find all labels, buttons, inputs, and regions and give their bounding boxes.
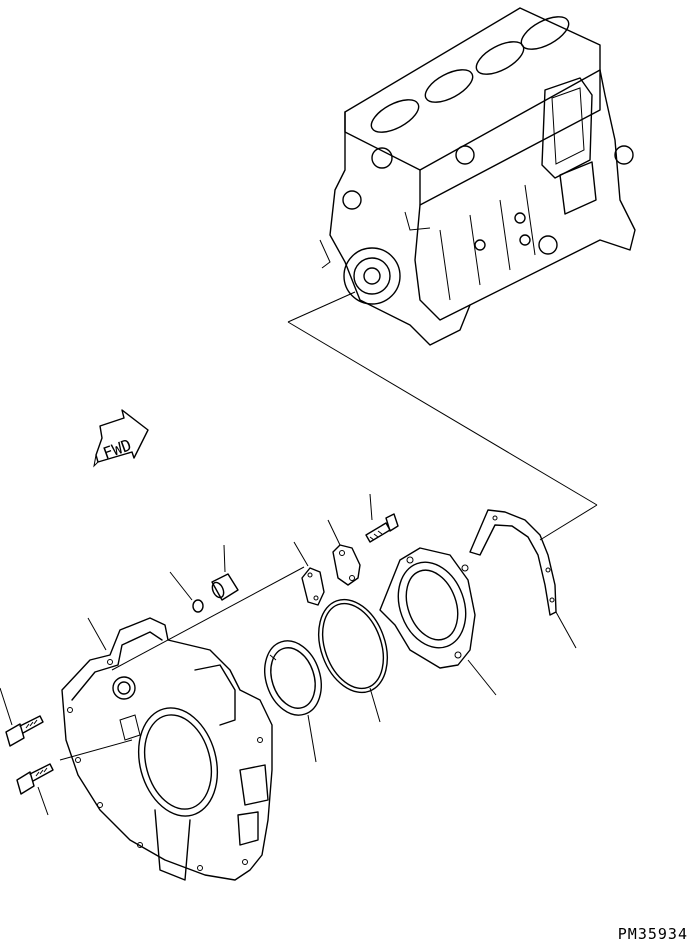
housing-gasket	[469, 509, 557, 616]
flywheel-housing	[61, 617, 273, 881]
oil-seal	[264, 640, 322, 716]
bolt-left-upper	[5, 715, 44, 747]
bolt-upper	[365, 513, 399, 543]
forward-direction-arrow: FWD	[93, 409, 149, 468]
small-cover	[301, 567, 325, 606]
rear-seal-housing	[379, 547, 476, 669]
figure-code: PM35934	[617, 925, 688, 943]
o-ring	[318, 598, 388, 694]
bolt-left-lower	[16, 763, 54, 795]
plug	[211, 573, 239, 601]
cover-plate	[332, 544, 361, 586]
leader-lines	[0, 291, 598, 816]
washer	[192, 599, 204, 613]
cylinder-block	[319, 7, 636, 346]
